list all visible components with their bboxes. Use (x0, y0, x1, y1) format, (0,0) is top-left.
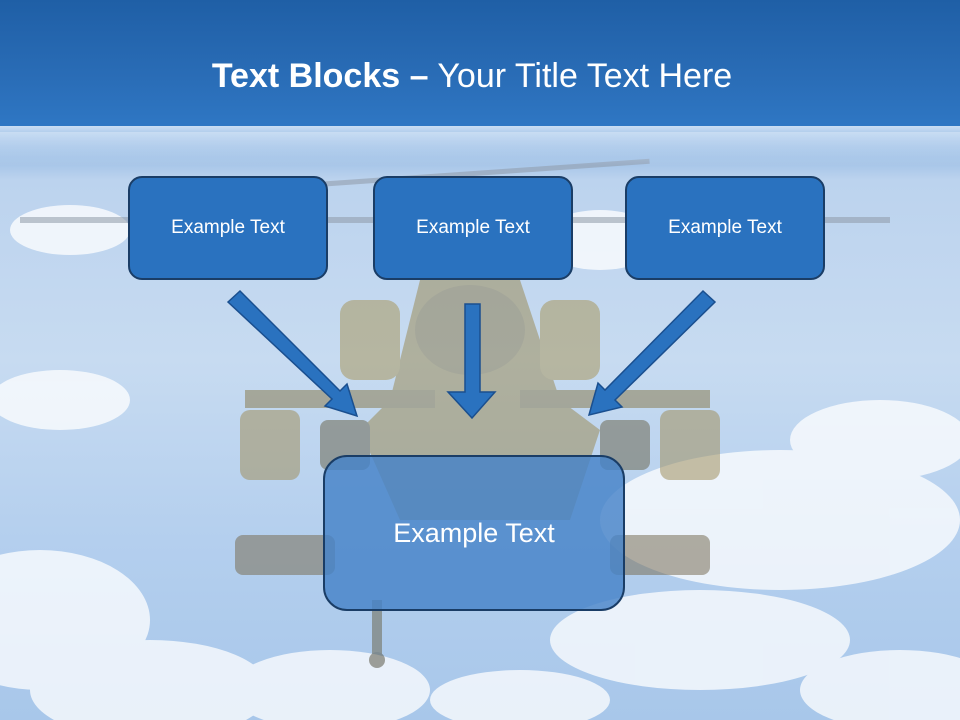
text-block-1-label: Example Text (171, 217, 285, 238)
text-block-2-label: Example Text (416, 217, 530, 238)
text-block-3-label: Example Text (668, 217, 782, 238)
main-text-block-label: Example Text (393, 517, 555, 548)
arrow-left-diagonal (226, 289, 359, 418)
header-fade (0, 126, 960, 166)
text-block-1[interactable]: Example Text (128, 176, 328, 280)
slide-title: Text Blocks – Your Title Text Here (0, 54, 944, 98)
text-block-2[interactable]: Example Text (373, 176, 573, 280)
slide-title-bold: Text Blocks (211, 57, 401, 95)
arrow-center-down (446, 303, 497, 420)
title-header-band (0, 0, 960, 132)
slide-title-rest: Your Title Text Here (437, 57, 733, 95)
text-block-3[interactable]: Example Text (625, 176, 825, 280)
arrow-right-diagonal (587, 289, 717, 417)
main-text-block[interactable]: Example Text (323, 455, 625, 611)
slide-title-separator: – (409, 57, 429, 95)
